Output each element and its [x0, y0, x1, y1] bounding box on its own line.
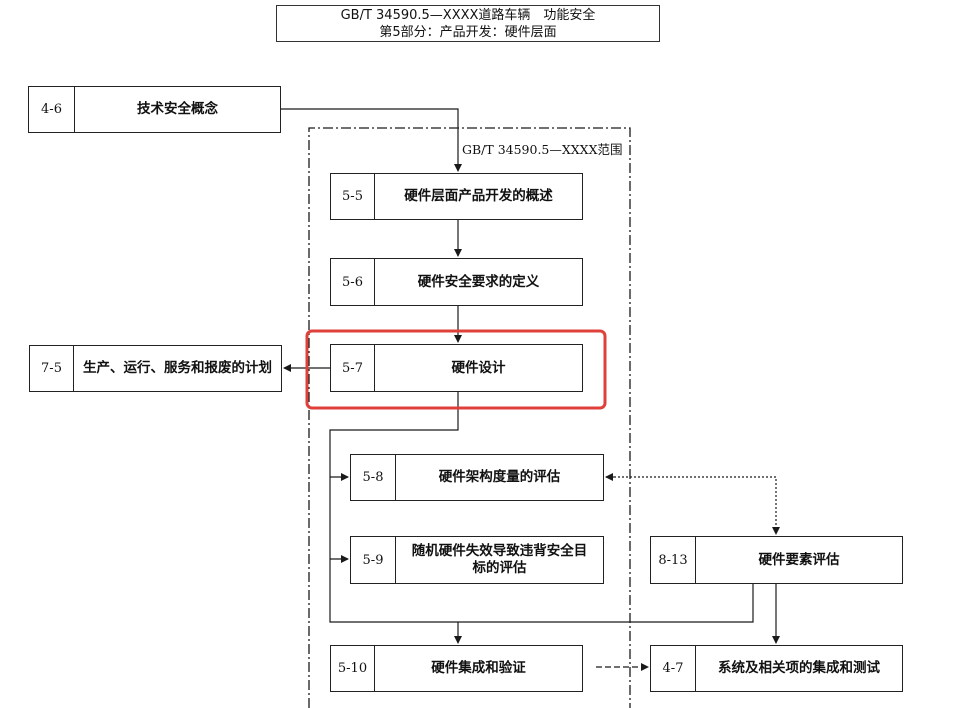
- box-code: 5-6: [331, 259, 375, 305]
- box-code: 8-13: [651, 537, 696, 583]
- line-8-13-to-trunk: [458, 584, 754, 623]
- standard-title-line2: 第5部分：产品开发：硬件层面: [379, 25, 557, 40]
- box-5-6[interactable]: 5-6 硬件安全要求的定义: [330, 258, 583, 306]
- box-code: 5-10: [331, 646, 375, 691]
- standard-title-line1: GB/T 34590.5—XXXX道路车辆 功能安全: [340, 8, 596, 23]
- box-code: 5-5: [331, 174, 375, 219]
- box-code: 4-6: [29, 87, 75, 132]
- box-label: 硬件设计: [451, 359, 506, 376]
- box-label: 系统及相关项的集成和测试: [718, 660, 880, 676]
- standard-title-block: GB/T 34590.5—XXXX道路车辆 功能安全 第5部分：产品开发：硬件层…: [276, 5, 660, 42]
- box-5-9[interactable]: 5-9 随机硬件失效导致违背安全目标的评估: [350, 536, 604, 584]
- box-5-7[interactable]: 5-7 硬件设计: [330, 344, 583, 392]
- scope-label: GB/T 34590.5—XXXX范围: [462, 142, 623, 157]
- box-label: 随机硬件失效导致违背安全目标的评估: [411, 543, 588, 576]
- box-label: 技术安全概念: [137, 101, 218, 117]
- dotted-link-5-8-8-13: [606, 476, 780, 535]
- box-4-6[interactable]: 4-6 技术安全概念: [28, 86, 281, 133]
- box-code: 4-7: [651, 646, 696, 691]
- trunk-from-5-7: [329, 392, 459, 623]
- box-code: 5-7: [331, 345, 375, 391]
- box-5-5[interactable]: 5-5 硬件层面产品开发的概述: [330, 173, 583, 220]
- box-5-8[interactable]: 5-8 硬件架构度量的评估: [350, 454, 604, 501]
- highlight-5-7: [305, 329, 607, 410]
- box-label: 硬件集成和验证: [431, 660, 526, 676]
- box-8-13[interactable]: 8-13 硬件要素评估: [650, 536, 903, 584]
- box-label: 硬件安全要求的定义: [417, 273, 540, 290]
- box-7-5[interactable]: 7-5 生产、运行、服务和报废的计划: [29, 345, 282, 392]
- box-5-10[interactable]: 5-10 硬件集成和验证: [330, 645, 583, 692]
- box-4-7[interactable]: 4-7 系统及相关项的集成和测试: [650, 645, 903, 692]
- box-label: 硬件要素评估: [758, 551, 840, 568]
- box-code: 7-5: [30, 346, 74, 391]
- box-label: 生产、运行、服务和报废的计划: [83, 360, 272, 376]
- box-code: 5-8: [351, 455, 396, 500]
- scope-boundary: [308, 127, 631, 708]
- box-code: 5-9: [351, 537, 396, 583]
- box-label: 硬件架构度量的评估: [438, 469, 561, 485]
- box-label: 硬件层面产品开发的概述: [404, 188, 553, 204]
- arrow-4-6-to-5-5: [281, 108, 462, 172]
